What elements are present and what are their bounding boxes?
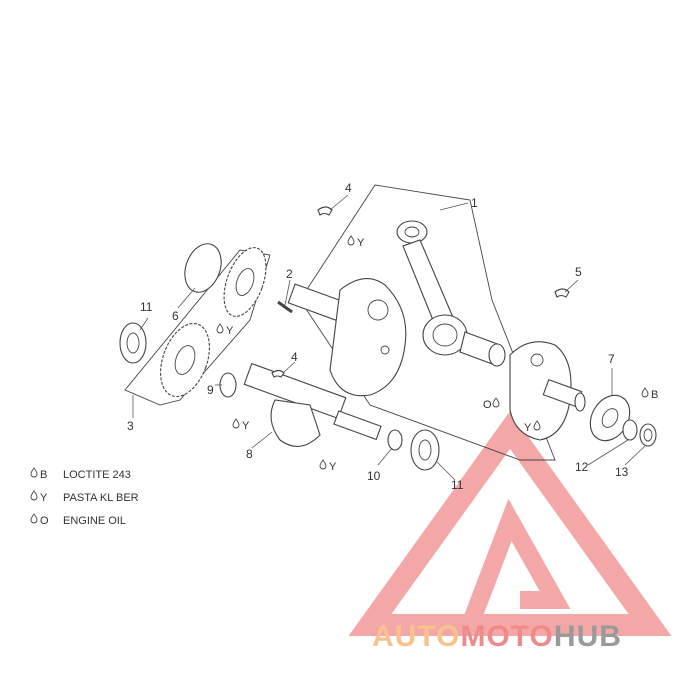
lubricant-drop-icon (641, 387, 649, 398)
automotohub-logo-icon (348, 411, 672, 636)
part-10-washer (387, 429, 403, 451)
lubricant-drop-icon (30, 513, 38, 524)
gear-lower (160, 322, 210, 398)
marker-o-crank: O (483, 397, 500, 411)
legend-item-o: O ENGINE OIL (30, 513, 126, 527)
callout-11-upper: 11 (140, 300, 153, 314)
legend-label-y: PASTA KL BER (63, 492, 139, 504)
callout-5: 5 (575, 265, 582, 279)
svg-text:O: O (40, 515, 49, 527)
svg-text:O: O (483, 399, 492, 411)
part-2-pin (277, 300, 293, 314)
svg-text:Y: Y (242, 420, 250, 432)
legend-label-b: LOCTITE 243 (63, 469, 131, 481)
lubricant-drop-icon (232, 418, 240, 429)
svg-text:Y: Y (226, 325, 234, 337)
crankshaft-right-half (509, 341, 586, 441)
callout-7: 7 (608, 352, 615, 366)
marker-b-seal: B (641, 387, 658, 401)
lubricant-drop-icon (533, 420, 541, 431)
part-6-o-ring (184, 243, 222, 293)
marker-y-crank-right: Y (524, 420, 541, 434)
callout-1: 1 (471, 196, 478, 210)
legend-label-o: ENGINE OIL (63, 515, 126, 527)
callout-9: 9 (207, 383, 214, 397)
svg-text:Y: Y (329, 461, 337, 473)
part-4-key-top (317, 206, 333, 216)
watermark-text: AUTOMOTOHUB (372, 620, 622, 653)
svg-text:B: B (651, 389, 658, 401)
part-13-seal (639, 423, 657, 447)
legend-item-b: B LOCTITE 243 (30, 467, 131, 481)
part-4-key-lower (271, 369, 285, 378)
callout-4-top: 4 (345, 181, 352, 195)
marker-y-gear: Y (216, 323, 234, 337)
callout-8: 8 (246, 447, 253, 461)
crank-pin (459, 331, 506, 367)
svg-text:Y: Y (524, 422, 532, 434)
legend-item-y: Y PASTA KL BER (30, 490, 139, 504)
lubricant-drop-icon (492, 397, 500, 408)
callout-2: 2 (286, 267, 293, 281)
part-9-washer (219, 372, 237, 398)
crankshaft-left-half (287, 278, 407, 397)
connecting-rod (396, 220, 468, 356)
callout-12: 12 (575, 460, 589, 474)
callout-11-lower: 11 (451, 478, 464, 492)
callout-6: 6 (172, 309, 179, 323)
gear-group-outline (124, 249, 271, 406)
watermark-moto: MOTO (460, 620, 553, 653)
part-8-shaft (243, 362, 382, 447)
legend: B LOCTITE 243 Y PASTA KL BER O ENGINE OI… (30, 467, 139, 527)
gear-upper (223, 247, 267, 317)
svg-text:Y: Y (357, 237, 365, 249)
marker-y-washer: Y (232, 418, 250, 432)
callout-13: 13 (615, 465, 629, 479)
svg-text:B: B (40, 469, 47, 481)
part-12-ring (622, 419, 638, 441)
lubricant-drop-icon (319, 459, 327, 470)
lubricant-drop-icon (347, 235, 355, 246)
marker-y-shaft: Y (319, 459, 337, 473)
lubricant-drop-icon (30, 467, 38, 478)
part-11-bearing-lower (410, 429, 440, 471)
crankshaft-assembly-outline (299, 184, 556, 461)
leader-lines (132, 194, 646, 481)
marker-y-conrod: Y (347, 235, 365, 249)
svg-text:Y: Y (40, 492, 48, 504)
lubricant-drop-icon (216, 323, 224, 334)
part-11-bearing-upper (119, 322, 147, 364)
callout-4-lower: 4 (291, 350, 298, 364)
callout-10: 10 (367, 469, 381, 483)
watermark-auto: AUTO (372, 620, 460, 653)
watermark-hub: HUB (554, 620, 622, 653)
callout-3: 3 (127, 419, 134, 433)
lubricant-drop-icon (30, 490, 38, 501)
